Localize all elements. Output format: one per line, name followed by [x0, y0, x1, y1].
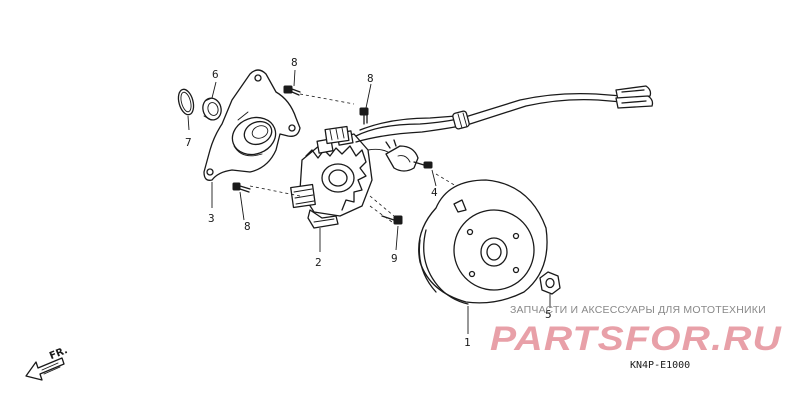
guide-line-right — [369, 195, 395, 223]
callout-4: 4 — [431, 186, 438, 199]
part-o-ring — [177, 88, 195, 116]
wire-harness — [355, 85, 654, 153]
front-arrow-icon — [25, 357, 65, 381]
watermark-logo: PARTSFOR.RU — [490, 320, 783, 358]
part-bolt-stator-top — [359, 107, 369, 125]
callout-6: 6 — [212, 68, 219, 81]
callout-3: 3 — [208, 212, 215, 225]
part-cover-plate — [203, 69, 301, 181]
callout-1: 1 — [464, 336, 471, 349]
part-screw-4 — [413, 161, 433, 169]
part-bolt-upper — [283, 85, 301, 96]
part-stator — [290, 125, 373, 229]
part-flywheel — [418, 179, 548, 305]
callout-8-left: 8 — [244, 220, 251, 233]
callout-2: 2 — [315, 256, 322, 269]
watermark-logo-text: PARTSFOR.RU — [490, 320, 783, 358]
callout-8-top: 8 — [291, 56, 298, 69]
part-wire-grommet — [385, 139, 419, 172]
watermark-caption: ЗАПЧАСТИ И АКСЕССУАРЫ ДЛЯ МОТОТЕХНИКИ — [510, 304, 766, 316]
guide-line-flywheel — [435, 173, 457, 187]
part-flywheel-nut — [539, 271, 561, 295]
guide-line-top — [299, 93, 355, 105]
leader-lines — [187, 69, 551, 334]
callout-8-middle: 8 — [367, 72, 374, 85]
diagram-code: KN4P-E1000 — [630, 360, 691, 371]
part-bolt-lower-left — [232, 182, 251, 193]
callout-9: 9 — [391, 252, 398, 265]
part-oil-seal — [202, 97, 222, 121]
part-bolt-9 — [381, 215, 403, 225]
callout-5: 5 — [545, 308, 552, 321]
callout-7: 7 — [185, 136, 192, 149]
guide-line-left — [249, 185, 301, 197]
